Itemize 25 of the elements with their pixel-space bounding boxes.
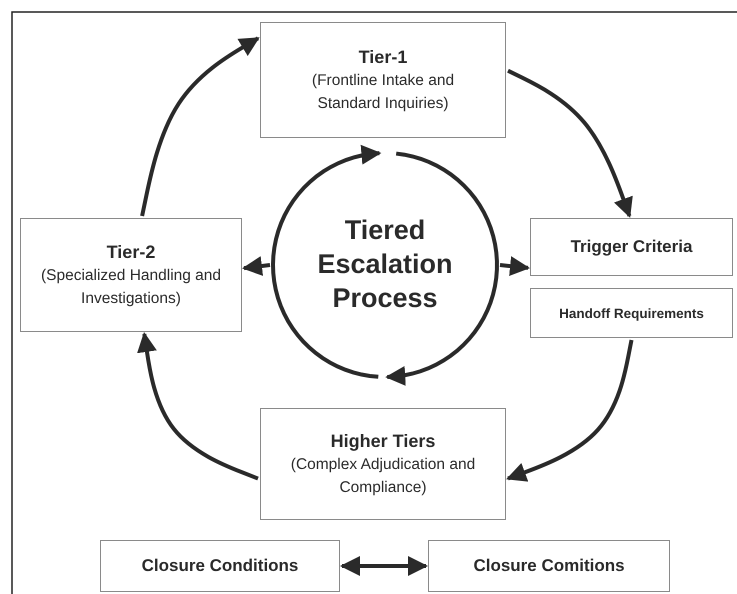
arrow bbox=[137, 332, 259, 480]
box-label: Trigger Criteria bbox=[570, 237, 694, 257]
box-label: Closure Comitions bbox=[472, 556, 626, 576]
process-box bbox=[530, 218, 733, 276]
process-box bbox=[428, 540, 670, 592]
arrow bbox=[340, 556, 428, 576]
box-description: (Specialized Handling and Investigations) bbox=[40, 266, 222, 310]
box-title: Tier-1 bbox=[358, 46, 408, 69]
process-box bbox=[530, 288, 733, 338]
center-title: Tiered Escalation Process bbox=[316, 214, 454, 315]
box-label: Closure Conditions bbox=[140, 556, 300, 576]
arrow bbox=[500, 256, 530, 276]
process-box bbox=[100, 540, 340, 592]
process-box bbox=[260, 22, 506, 138]
box-description: (Complex Adjudication and Compliance) bbox=[290, 454, 476, 498]
arrow bbox=[242, 256, 270, 276]
box-title: Tier-2 bbox=[106, 240, 156, 264]
box-label: Handoff Requirements bbox=[558, 306, 705, 320]
box-description: (Frontline Intake and Standard Inquiries) bbox=[310, 70, 456, 114]
arrow bbox=[507, 68, 633, 218]
process-box bbox=[20, 218, 242, 332]
box-title: Higher Tiers bbox=[330, 430, 436, 453]
process-box bbox=[260, 408, 506, 520]
arrow bbox=[140, 36, 260, 216]
arrow bbox=[506, 340, 634, 482]
